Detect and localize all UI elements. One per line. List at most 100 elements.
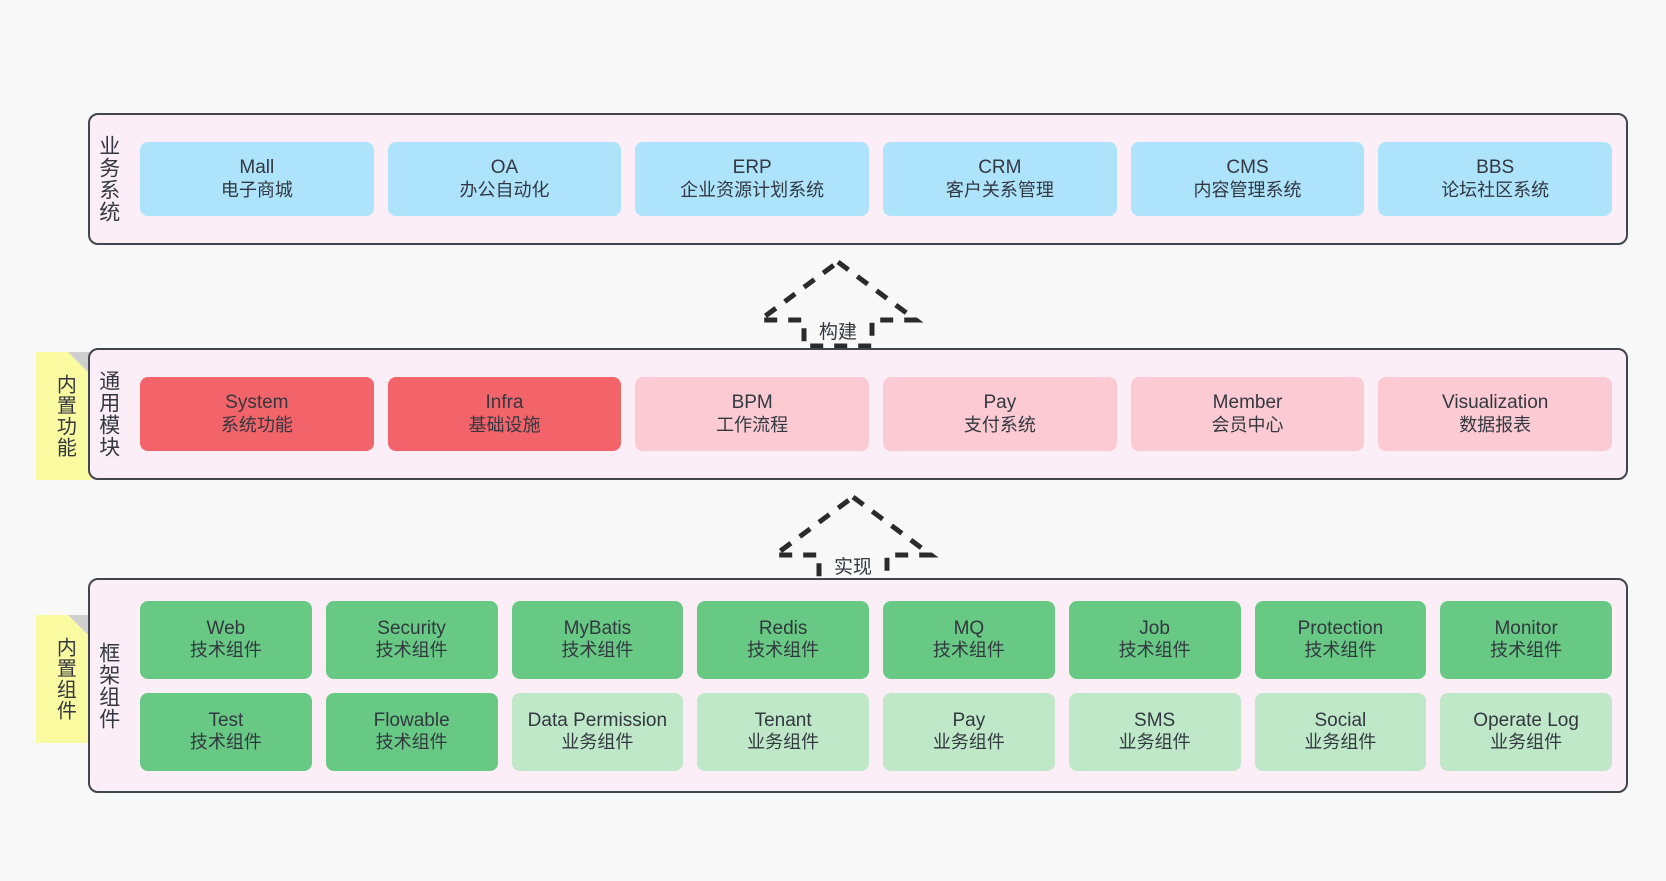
layer-business-system-caption: 业务系统 xyxy=(96,135,120,223)
card-subtitle: 数据报表 xyxy=(1459,414,1532,435)
card-infra[interactable]: Infra 基础设施 xyxy=(387,377,622,451)
card-subtitle: 支付系统 xyxy=(963,414,1036,435)
card-flowable[interactable]: Flowable 技术组件 xyxy=(325,692,498,771)
card-erp[interactable]: ERP 企业资源计划系统 xyxy=(635,142,870,216)
card-member[interactable]: Member 会员中心 xyxy=(1130,377,1365,451)
card-redis[interactable]: Redis 技术组件 xyxy=(697,600,869,679)
card-title: CMS xyxy=(1226,157,1269,179)
card-subtitle: 技术组件 xyxy=(747,640,820,661)
card-subtitle: 工作流程 xyxy=(716,414,789,435)
card-title: Social xyxy=(1314,709,1367,731)
card-subtitle: 技术组件 xyxy=(375,732,448,753)
card-subtitle: 业务组件 xyxy=(1304,732,1377,753)
layer-framework-component: 框架组件 Web 技术组件 Security 技术组件 MyBatis 技术组件… xyxy=(88,578,1628,793)
card-row: Mall 电子商城 OA 办公自动化 ERP 企业资源计划系统 CRM 客户关系… xyxy=(140,142,1613,216)
card-subtitle: 技术组件 xyxy=(189,640,262,661)
card-title: Infra xyxy=(485,392,524,414)
card-operate-log[interactable]: Operate Log 业务组件 xyxy=(1440,692,1612,771)
card-subtitle: 技术组件 xyxy=(189,732,262,753)
card-crm[interactable]: CRM 客户关系管理 xyxy=(883,142,1117,216)
card-title: System xyxy=(225,392,289,414)
card-data-permission[interactable]: Data Permission 业务组件 xyxy=(511,692,684,771)
card-title: BPM xyxy=(731,392,773,414)
sticky-note-builtin-components: 内置组件 xyxy=(36,615,92,743)
card-subtitle: 技术组件 xyxy=(1490,640,1563,661)
card-pay-business[interactable]: Pay 业务组件 xyxy=(883,692,1055,771)
card-subtitle: 业务组件 xyxy=(932,732,1005,753)
card-subtitle: 业务组件 xyxy=(747,732,820,753)
layer-common-module-caption: 通用模块 xyxy=(96,370,120,458)
card-tenant[interactable]: Tenant 业务组件 xyxy=(697,692,869,771)
card-subtitle: 客户关系管理 xyxy=(945,179,1054,200)
card-visualization[interactable]: Visualization 数据报表 xyxy=(1378,377,1613,451)
card-title: BBS xyxy=(1476,157,1515,179)
card-oa[interactable]: OA 办公自动化 xyxy=(387,142,622,216)
arrow-build: 构建 xyxy=(748,254,928,350)
card-protection[interactable]: Protection 技术组件 xyxy=(1254,600,1427,679)
card-pay[interactable]: Pay 支付系统 xyxy=(883,377,1117,451)
card-cms[interactable]: CMS 内容管理系统 xyxy=(1130,142,1365,216)
card-subtitle: 业务组件 xyxy=(1490,732,1563,753)
card-title: OA xyxy=(490,157,519,179)
card-subtitle: 办公自动化 xyxy=(459,179,550,200)
card-subtitle: 业务组件 xyxy=(561,732,634,753)
card-title: ERP xyxy=(732,157,772,179)
card-subtitle: 技术组件 xyxy=(561,640,634,661)
card-title: Test xyxy=(208,709,244,731)
card-subtitle: 基础设施 xyxy=(468,414,541,435)
card-subtitle: 业务组件 xyxy=(1118,732,1191,753)
sticky-note-label: 内置功能 xyxy=(53,374,76,458)
card-title: Security xyxy=(377,617,446,639)
card-test[interactable]: Test 技术组件 xyxy=(140,692,312,771)
card-job[interactable]: Job 技术组件 xyxy=(1068,600,1241,679)
card-title: Member xyxy=(1212,392,1283,414)
card-title: Tenant xyxy=(754,709,812,731)
sticky-note-builtin-features: 内置功能 xyxy=(36,352,92,480)
card-subtitle: 内容管理系统 xyxy=(1193,179,1302,200)
arrow-build-label: 构建 xyxy=(818,322,857,343)
card-title: CRM xyxy=(978,157,1022,179)
card-mq[interactable]: MQ 技术组件 xyxy=(883,600,1055,679)
card-subtitle: 技术组件 xyxy=(932,640,1005,661)
card-subtitle: 技术组件 xyxy=(1118,640,1191,661)
card-sms[interactable]: SMS 业务组件 xyxy=(1068,692,1241,771)
card-title: Redis xyxy=(758,617,808,639)
card-title: Pay xyxy=(952,709,986,731)
card-title: Data Permission xyxy=(527,709,668,731)
layer-common-module-cards: System 系统功能 Infra 基础设施 BPM 工作流程 Pay 支付系统… xyxy=(126,350,1626,478)
card-monitor[interactable]: Monitor 技术组件 xyxy=(1440,600,1612,679)
layer-framework-component-caption: 框架组件 xyxy=(96,641,120,730)
card-title: MyBatis xyxy=(563,617,632,639)
card-row: Web 技术组件 Security 技术组件 MyBatis 技术组件 Redi… xyxy=(140,600,1612,679)
card-bbs[interactable]: BBS 论坛社区系统 xyxy=(1378,142,1613,216)
sticky-note-label: 内置组件 xyxy=(53,637,76,721)
card-system[interactable]: System 系统功能 xyxy=(140,377,374,451)
card-social[interactable]: Social 业务组件 xyxy=(1254,692,1427,771)
arrow-implement-label: 实现 xyxy=(833,557,872,578)
card-mybatis[interactable]: MyBatis 技术组件 xyxy=(511,600,684,679)
card-title: Visualization xyxy=(1442,392,1549,414)
card-row: Test 技术组件 Flowable 技术组件 Data Permission … xyxy=(140,692,1612,771)
card-title: Monitor xyxy=(1494,617,1558,639)
card-title: Web xyxy=(206,617,246,639)
card-title: Job xyxy=(1139,617,1170,639)
card-bpm[interactable]: BPM 工作流程 xyxy=(635,377,870,451)
card-subtitle: 技术组件 xyxy=(1304,640,1377,661)
card-subtitle: 企业资源计划系统 xyxy=(680,179,825,200)
card-web[interactable]: Web 技术组件 xyxy=(140,600,312,679)
layer-business-system: 业务系统 Mall 电子商城 OA 办公自动化 ERP 企业资源计划系统 CRM xyxy=(88,113,1628,245)
layer-business-system-cards: Mall 电子商城 OA 办公自动化 ERP 企业资源计划系统 CRM 客户关系… xyxy=(126,115,1626,243)
card-security[interactable]: Security 技术组件 xyxy=(325,600,498,679)
card-subtitle: 技术组件 xyxy=(375,640,448,661)
card-subtitle: 电子商城 xyxy=(220,179,293,200)
card-title: Operate Log xyxy=(1473,709,1579,731)
card-title: Pay xyxy=(983,392,1017,414)
card-subtitle: 系统功能 xyxy=(220,414,293,435)
arrow-up-icon xyxy=(752,258,924,349)
layer-common-module: 通用模块 System 系统功能 Infra 基础设施 BPM 工作流程 Pay xyxy=(88,348,1628,480)
arrow-implement: 实现 xyxy=(763,489,943,585)
card-title: Mall xyxy=(239,157,275,179)
card-mall[interactable]: Mall 电子商城 xyxy=(140,142,374,216)
layer-framework-component-cards: Web 技术组件 Security 技术组件 MyBatis 技术组件 Redi… xyxy=(126,580,1626,791)
